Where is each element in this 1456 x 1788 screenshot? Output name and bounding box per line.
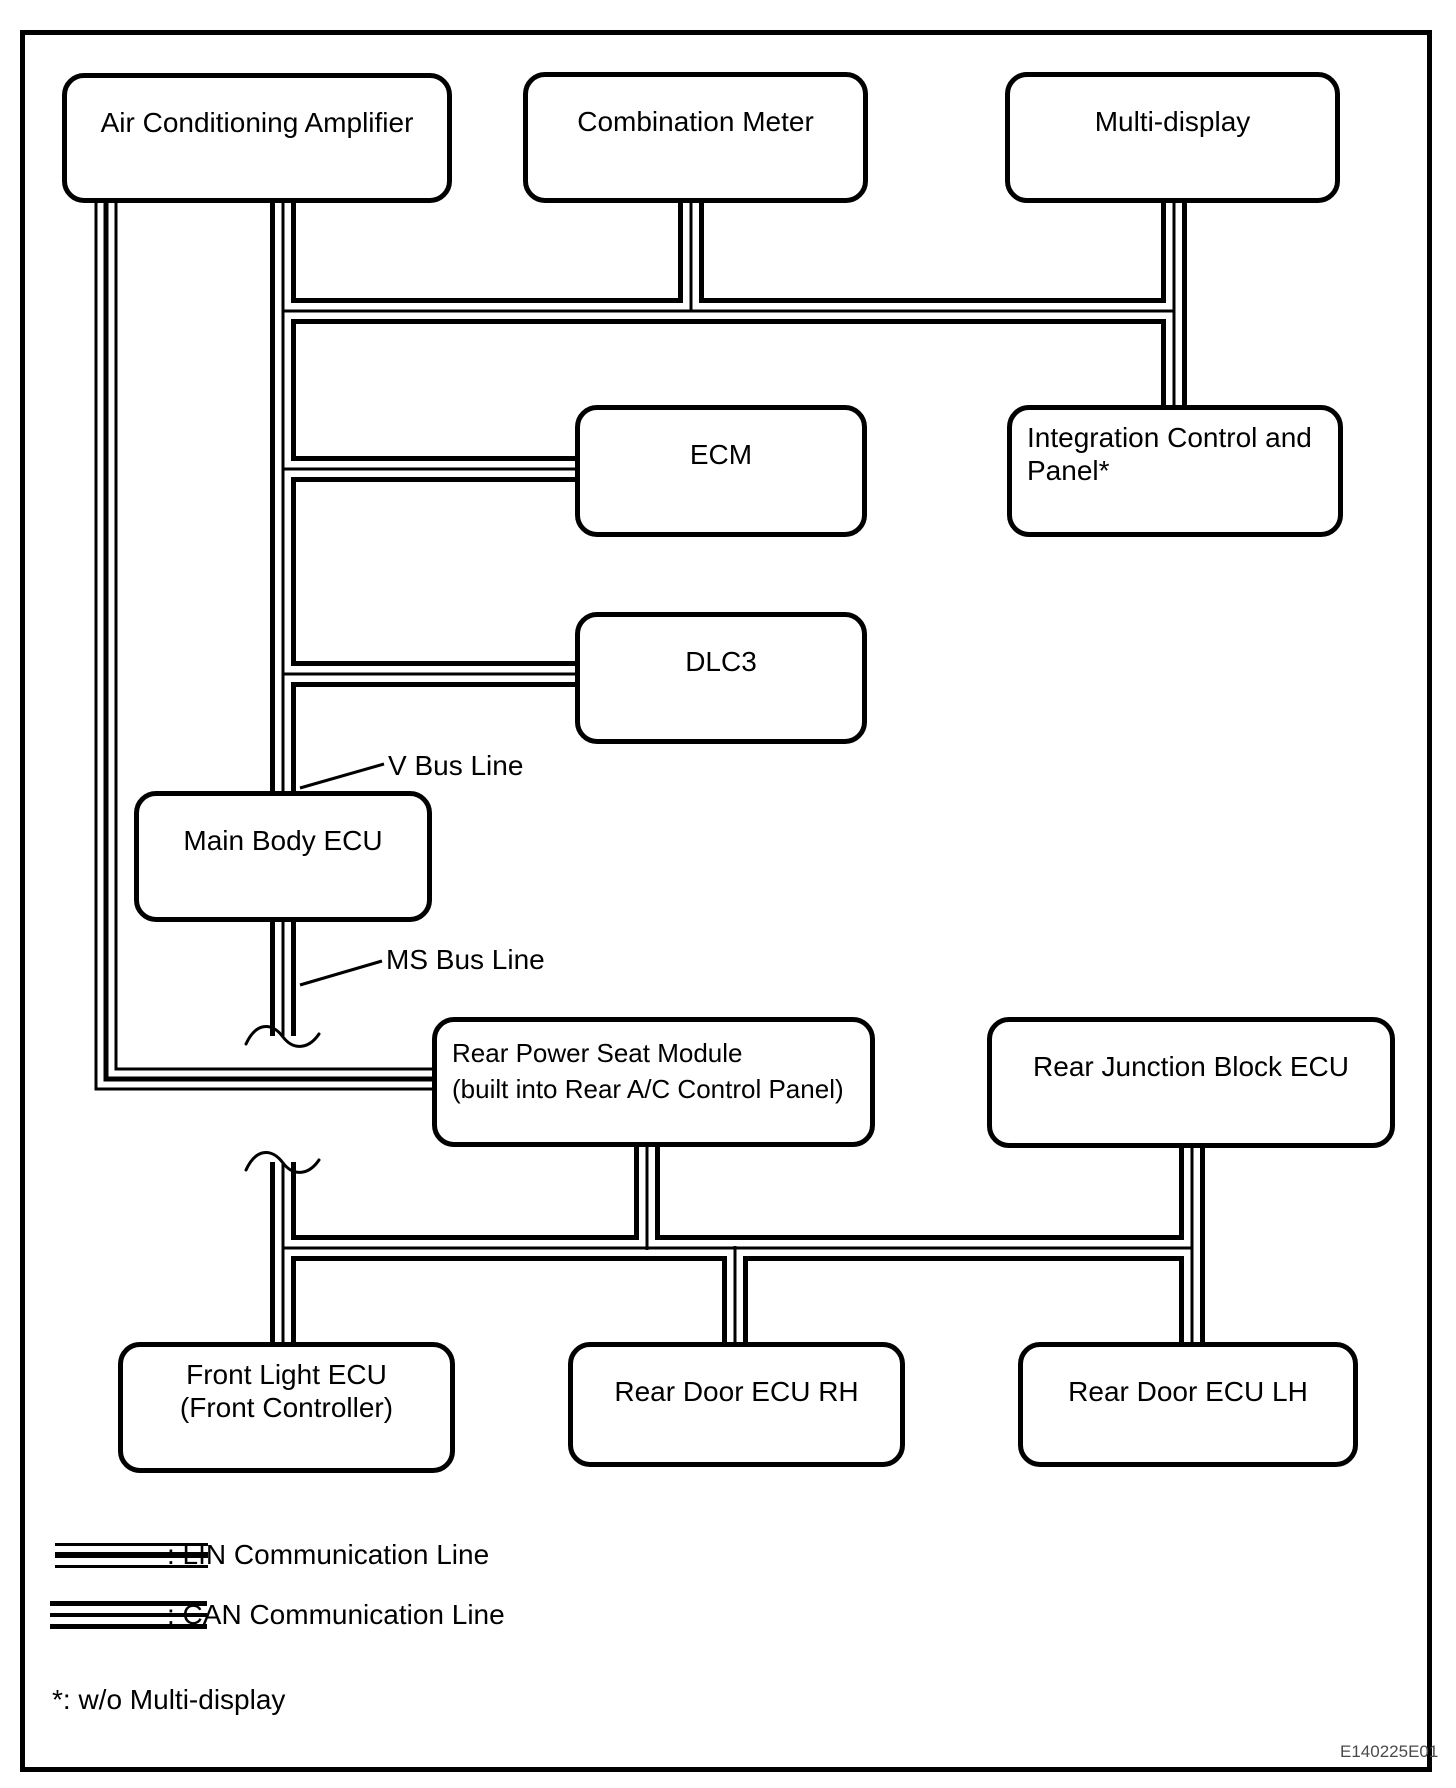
footnote: *: w/o Multi-display [52, 1684, 286, 1715]
node-label: Rear Junction Block ECU [1033, 1051, 1349, 1082]
diagram-frame [20, 30, 1432, 1772]
ms-bus-callout-line [299, 959, 383, 987]
node-label: Rear Door ECU RH [614, 1376, 859, 1407]
v-bus-line-label: V Bus Line [388, 750, 524, 781]
node-integration-control-panel: Integration Control and Panel* [1007, 405, 1343, 537]
bus-middle-line-layer [103, 203, 1194, 1342]
node-front-light-ecu: Front Light ECU (Front Controller) [118, 1342, 455, 1473]
lin-legend-label: : LIN Communication Line [167, 1539, 490, 1570]
node-label-line1: Integration Control and [1027, 422, 1312, 453]
can-legend-label: : CAN Communication Line [167, 1599, 505, 1630]
lin-line-symbol [55, 1543, 208, 1568]
node-dlc3: DLC3 [575, 612, 867, 744]
node-label: Multi-display [1094, 106, 1251, 137]
node-label: Main Body ECU [183, 825, 383, 856]
node-label-line2: (Front Controller) [179, 1392, 394, 1423]
node-multi-display: Multi-display [1005, 72, 1340, 203]
node-main-body-ecu: Main Body ECU [134, 791, 432, 922]
node-label-line2: (built into Rear A/C Control Panel) [452, 1074, 844, 1104]
document-code: E140225E01 [1340, 1742, 1439, 1761]
v-bus-callout-line [299, 762, 385, 790]
break-squiggle-upper [244, 1025, 321, 1048]
node-label-line2: Panel* [1027, 455, 1110, 486]
node-rear-door-ecu-rh: Rear Door ECU RH [568, 1342, 905, 1467]
node-rear-door-ecu-lh: Rear Door ECU LH [1018, 1342, 1358, 1467]
node-label-line1: Rear Power Seat Module [452, 1038, 743, 1068]
ms-bus-line-label: MS Bus Line [386, 944, 545, 975]
node-label: Combination Meter [577, 106, 814, 137]
callout-lines [299, 762, 385, 987]
node-label: Air Conditioning Amplifier [100, 107, 414, 138]
node-air-conditioning-amplifier: Air Conditioning Amplifier [62, 73, 452, 203]
bus-break-squiggles [244, 1025, 321, 1174]
node-combination-meter: Combination Meter [523, 72, 868, 203]
node-rear-power-seat-module: Rear Power Seat Module (built into Rear … [432, 1017, 875, 1147]
node-label: ECM [689, 439, 753, 470]
node-ecm: ECM [575, 405, 867, 537]
node-label-line1: Front Light ECU [186, 1359, 387, 1390]
can-line-symbol [50, 1601, 207, 1629]
break-squiggle-lower [244, 1151, 321, 1174]
node-rear-junction-block-ecu: Rear Junction Block ECU [987, 1017, 1395, 1148]
node-label: DLC3 [685, 646, 757, 677]
node-label: Rear Door ECU LH [1068, 1376, 1308, 1407]
